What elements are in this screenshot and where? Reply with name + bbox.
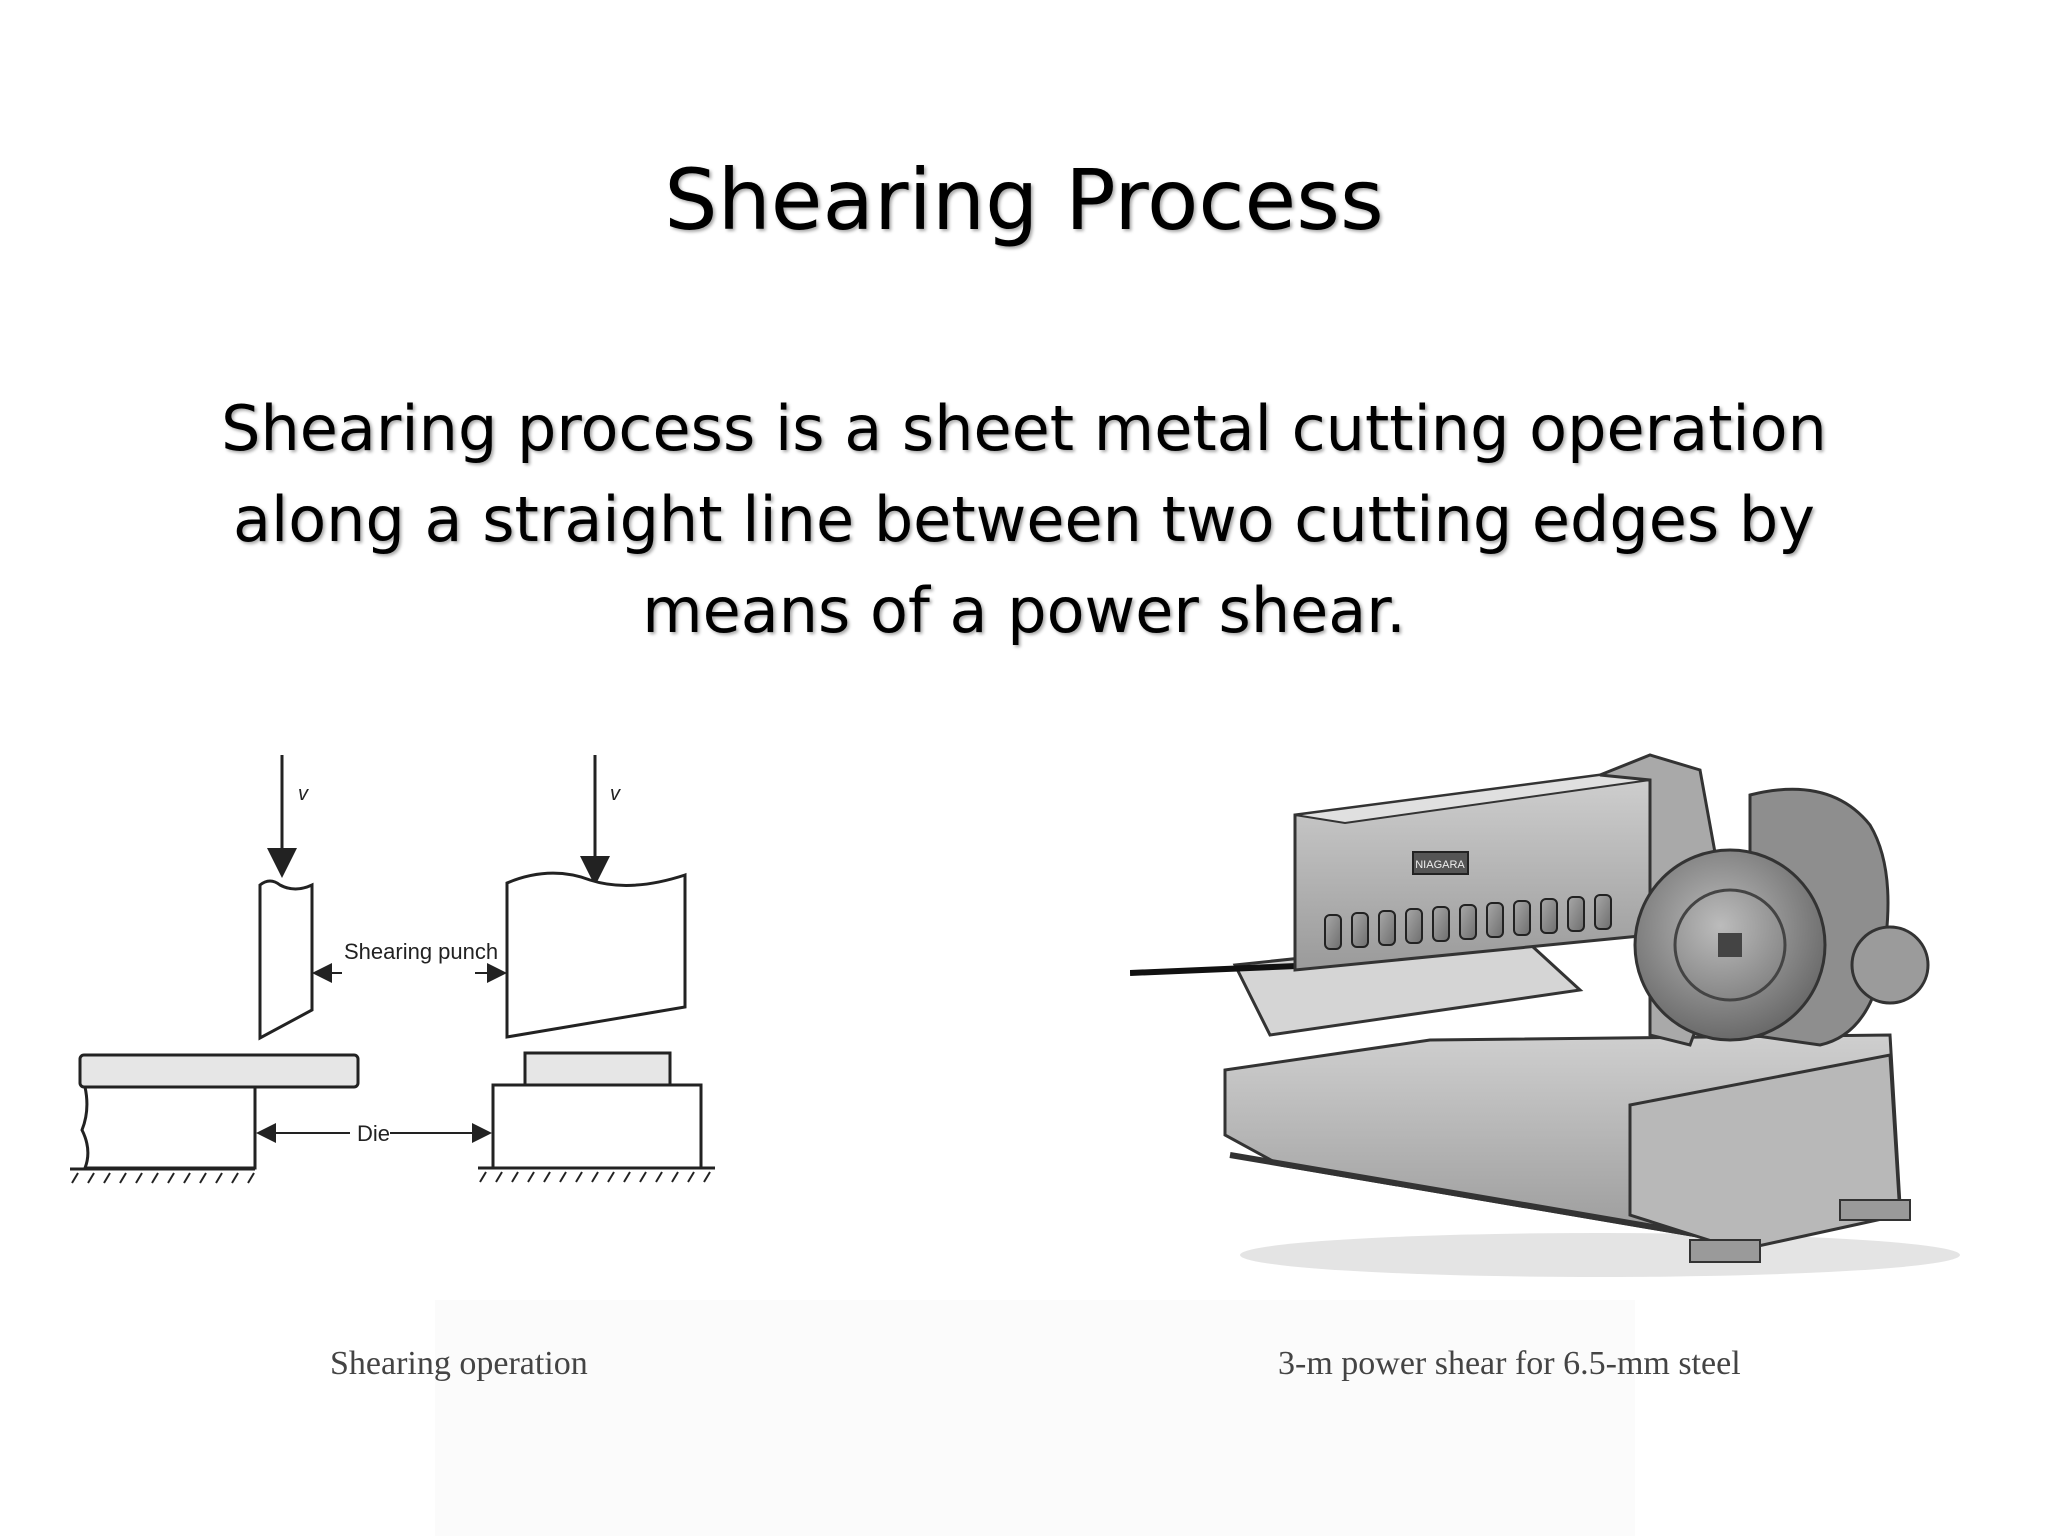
ground-right bbox=[478, 1166, 715, 1183]
floor-shadow bbox=[1240, 1233, 1960, 1277]
body-line-2: along a straight line between two cuttin… bbox=[233, 483, 1815, 556]
die-label: Die bbox=[357, 1121, 390, 1146]
sheet-left bbox=[78, 1053, 360, 1089]
die-right bbox=[491, 1083, 703, 1170]
slide-body: Shearing process is a sheet metal cuttin… bbox=[200, 383, 1848, 656]
velocity-label-left: v bbox=[298, 783, 309, 805]
drive-gear bbox=[1850, 925, 1930, 1005]
nameplate bbox=[1412, 851, 1469, 875]
photo-caption: 3-m power shear for 6.5-mm steel bbox=[1278, 1345, 1741, 1382]
shearing-diagram: v v Shearing punch Die bbox=[70, 755, 870, 1245]
slide-title: Shearing Process bbox=[664, 151, 1384, 249]
ground-left bbox=[70, 1167, 255, 1184]
nameplate-text: NIAGARA bbox=[1415, 859, 1465, 871]
velocity-label-right: v bbox=[610, 783, 621, 805]
punch-label: Shearing punch bbox=[344, 939, 498, 964]
machine-leg bbox=[1628, 1053, 1902, 1252]
shearing-diagram-svg: v v Shearing punch Die bbox=[70, 755, 715, 1184]
body-line-1: Shearing process is a sheet metal cuttin… bbox=[221, 392, 1827, 465]
hold-down-cylinders bbox=[1324, 894, 1612, 950]
power-shear-photo: NIAGARA bbox=[1129, 735, 1960, 1295]
die-left bbox=[80, 1085, 257, 1170]
shearing-punch-right bbox=[505, 871, 687, 1039]
sheet-right bbox=[523, 1051, 672, 1087]
power-shear-svg: NIAGARA bbox=[1129, 753, 1960, 1277]
diagram-caption: Shearing operation bbox=[330, 1345, 588, 1382]
shearing-punch-left bbox=[258, 879, 314, 1041]
background-panel bbox=[435, 1300, 1635, 1536]
body-line-3: means of a power shear. bbox=[642, 574, 1406, 647]
